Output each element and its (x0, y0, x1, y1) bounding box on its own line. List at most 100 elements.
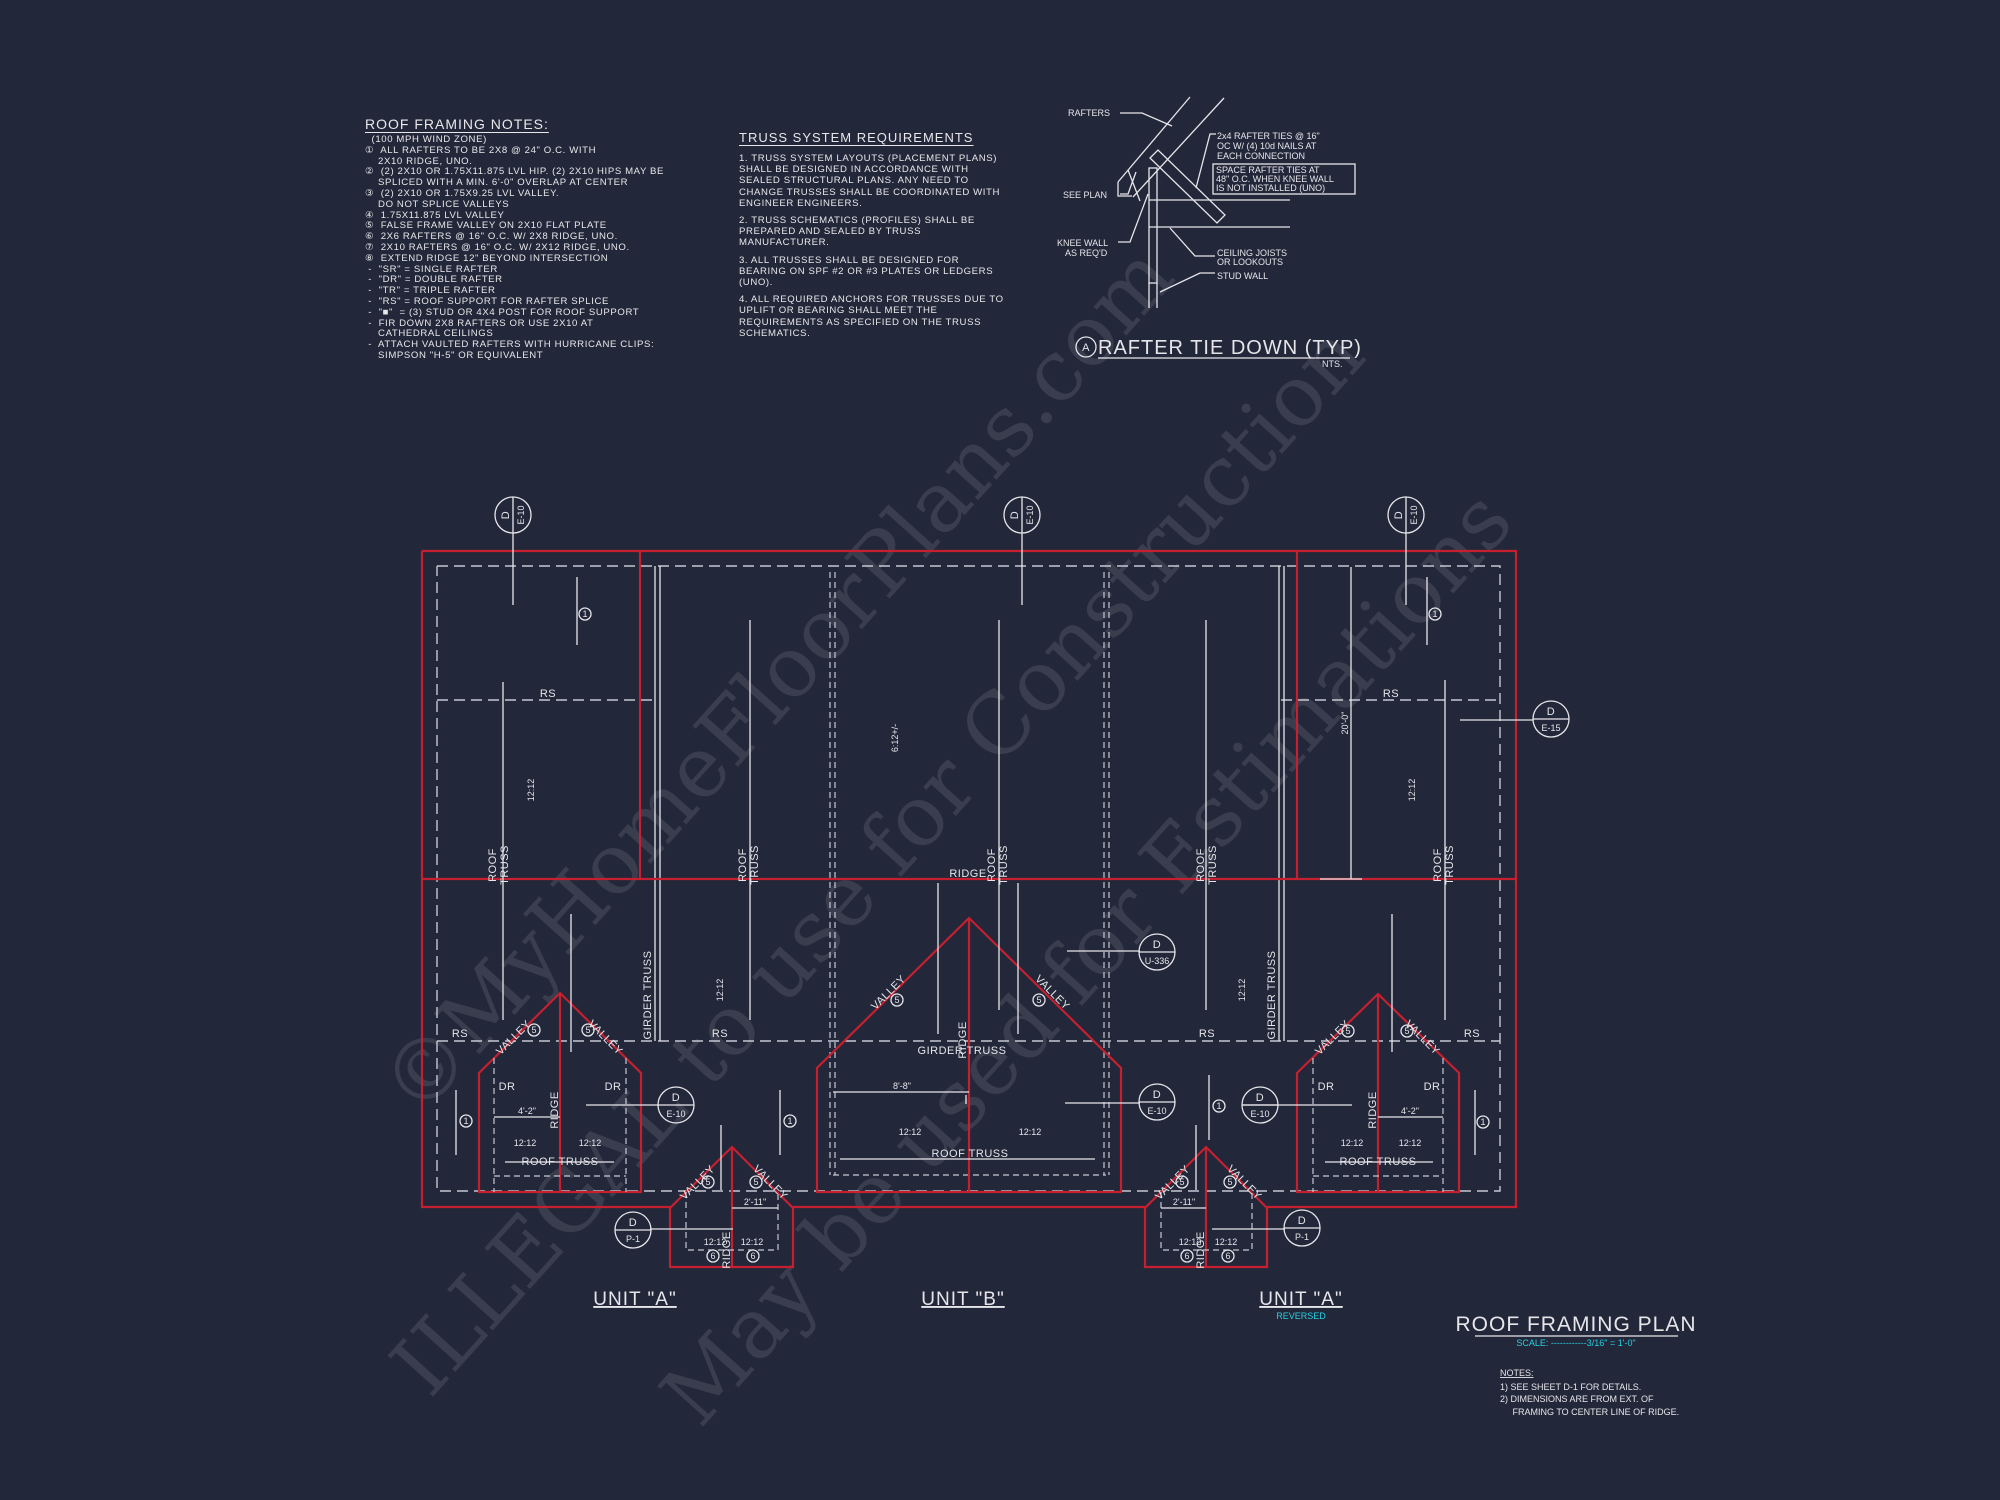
plan-label-roof: ROOF (1195, 848, 1207, 882)
title-block: ROOF FRAMING PLAN SCALE: ------------3/1… (1455, 1313, 1695, 1417)
callout-number-text: 5 (1179, 1177, 1184, 1187)
plan-label-dim-20-0: 20'-0" (1340, 712, 1350, 735)
truss-requirement-item: 1. TRUSS SYSTEM LAYOUTS (PLACEMENT PLANS… (739, 153, 1001, 209)
roof-framing-note: (100 MPH WIND ZONE) (365, 134, 487, 145)
rafter-tie-down-detail: RAFTERS SEE PLAN KNEE WALL AS REQ'D 2x4 … (1057, 96, 1361, 369)
callout-number: 6 (706, 1249, 720, 1263)
plan-label-pitch: 12:12 (579, 1138, 602, 1148)
marker-sheet: D (672, 1092, 680, 1104)
truss-requirement-item: 3. ALL TRUSSES SHALL BE DESIGNED FOR BEA… (739, 254, 994, 289)
section-marker-top-middle[interactable]: D E-10 (1003, 496, 1041, 534)
section-marker[interactable]: DE-10 (1241, 1086, 1279, 1124)
callout-number-text: 5 (1036, 995, 1041, 1005)
marker-sheet: D (1153, 1089, 1161, 1101)
truss-system-requirements: TRUSS SYSTEM REQUIREMENTS 1. TRUSS SYSTE… (739, 130, 1009, 345)
callout-number-text: 1 (582, 609, 587, 619)
callout-number: 5 (1032, 993, 1046, 1007)
section-marker[interactable]: DE-10 (657, 1086, 695, 1124)
plan-label-ridge: RIDGE (957, 1021, 969, 1058)
section-marker[interactable]: DP-1 (1283, 1209, 1321, 1247)
plan-label-ridge: RIDGE (949, 868, 986, 880)
callout-number: 1 (1212, 1099, 1226, 1113)
plan-label-valley: VALLEY (678, 1163, 718, 1203)
marker-ref: E-10 (516, 505, 526, 524)
plan-note: 1) SEE SHEET D-1 FOR DETAILS. (1500, 1382, 1641, 1392)
detail-tag-circle (1075, 336, 1097, 358)
roof-framing-note: ① ALL RAFTERS TO BE 2x8 @ 24" O.C. WITH (365, 144, 597, 156)
callout-number-text: 6 (1225, 1251, 1230, 1261)
plan-label-rs: RS (1464, 1028, 1480, 1040)
plan-label-roof: ROOF (737, 848, 749, 882)
truss-requirements-title: TRUSS SYSTEM REQUIREMENTS (739, 130, 974, 145)
roof-framing-note: CATHEDRAL CEILINGS (365, 328, 494, 340)
truss-requirement-item: 4. ALL REQUIRED ANCHORS FOR TRUSSES DUE … (739, 294, 1004, 339)
marker-sheet: D (1298, 1215, 1306, 1227)
callout-number: 5 (1175, 1175, 1189, 1189)
plan-label-pitch: 12:12 (704, 1237, 727, 1247)
label-see-plan: SEE PLAN (1063, 190, 1107, 200)
unit-label-left: UNIT "A" (593, 1289, 676, 1310)
section-marker[interactable]: DP-1 (614, 1211, 652, 1249)
roof-framing-note: - "TR" = TRIPLE RAFTER (365, 285, 496, 297)
section-markers[interactable]: D E-10 D E-10 D E-10 DE-15DU-336DE-10DE-… (494, 496, 1570, 1249)
roof-framing-notes-list: (100 MPH WIND ZONE)① ALL RAFTERS TO BE 2… (365, 134, 664, 362)
callout-number-text: 5 (1227, 1177, 1232, 1187)
callout-number-text: 5 (894, 995, 899, 1005)
marker-ref: E-10 (1250, 1109, 1269, 1119)
plan-label-rs: RS (1199, 1028, 1215, 1040)
unit-label-middle: UNIT "B" (921, 1289, 1004, 1310)
plan-label-pitch: 12:12 (715, 979, 725, 1002)
callout-number: 5 (1223, 1175, 1237, 1189)
marker-ref: E-10 (1409, 505, 1419, 524)
roof-framing-notes-title: ROOF FRAMING NOTES: (365, 116, 549, 132)
plan-label-ridge: RIDGE (721, 1231, 733, 1268)
marker-ref: E-10 (1025, 505, 1035, 524)
plan-label-ridge: RIDGE (549, 1091, 561, 1128)
plan-label-dim-4-2: 4'-2" (518, 1106, 536, 1116)
roof-framing-note: ④ 1.75x11.875 LVL VALLEY (365, 209, 505, 221)
plan-label-dr: DR (1424, 1081, 1441, 1093)
plan-label-valley: VALLEY (869, 973, 909, 1013)
callout-number-text: 5 (1345, 1026, 1350, 1036)
callout-number: 1 (459, 1114, 473, 1128)
plan-label-rs: RS (1383, 688, 1399, 700)
plan-scale: SCALE: ------------3/16" = 1'-0" (1516, 1338, 1635, 1348)
plan-label-dim-2-11: 2'-11" (744, 1197, 766, 1207)
callout-number: 1 (1428, 607, 1442, 621)
plan-label-valley: VALLEY (1402, 1018, 1442, 1058)
plan-label-valley: VALLEY (1313, 1018, 1353, 1058)
section-marker[interactable]: DE-15 (1532, 700, 1570, 738)
detail-tag: A (1082, 342, 1090, 354)
plan-label-pitch: 12:12 (1019, 1127, 1042, 1137)
plan-label-pitch: 12:12 (1215, 1237, 1238, 1247)
roof-framing-note: DO NOT SPLICE VALLEYS (365, 198, 510, 210)
section-marker[interactable]: DU-336 (1138, 933, 1176, 971)
roof-framing-note: - "■" = (3) STUD OR 4x4 POST FOR ROOF SU… (365, 306, 640, 318)
plan-label-rs: RS (540, 688, 556, 700)
roof-framing-note: ⑦ 2x10 RAFTERS @ 16" O.C. W/ 2x12 RIDGE,… (365, 241, 630, 253)
label-ceiling-joists-2: OR LOOKOUTS (1217, 257, 1283, 267)
callout-number-text: 1 (463, 1116, 468, 1126)
roof-framing-note: SPLICED WITH A MIN. 6'-0" OVERLAP AT CEN… (365, 177, 629, 189)
plan-label-truss: TRUSS (998, 845, 1010, 885)
callout-number-text: 1 (1432, 609, 1437, 619)
roof-framing-note: ⑤ FALSE FRAME VALLEY ON 2x10 FLAT PLATE (365, 220, 607, 232)
plan-label-roof-truss: ROOF TRUSS (522, 1156, 599, 1168)
callout-number-text: 6 (750, 1251, 755, 1261)
plan-label-roof: ROOF (1432, 848, 1444, 882)
plan-label-dr: DR (605, 1081, 622, 1093)
callout-number: 5 (1341, 1024, 1355, 1038)
unit-label-right: UNIT "A" (1259, 1289, 1342, 1310)
section-marker-top-left[interactable]: D E-10 (494, 496, 532, 534)
label-ceiling-joists: CEILING JOISTS (1217, 248, 1287, 258)
callout-number-text: 1 (787, 1116, 792, 1126)
roof-framing-note: ③ (2) 2x10 OR 1.75x9.25 LVL VALLEY. (365, 187, 560, 199)
unit-label-reversed: REVERSED (1276, 1311, 1326, 1321)
section-marker[interactable]: DE-10 (1138, 1083, 1176, 1121)
callout-number-text: 1 (1480, 1117, 1485, 1127)
plan-label-pitch: 12:12 (514, 1138, 537, 1148)
callout-number: 5 (527, 1023, 541, 1037)
roof-framing-note: 2x10 RIDGE, UNO. (365, 155, 473, 167)
section-marker-top-right[interactable]: D E-10 (1387, 496, 1425, 534)
